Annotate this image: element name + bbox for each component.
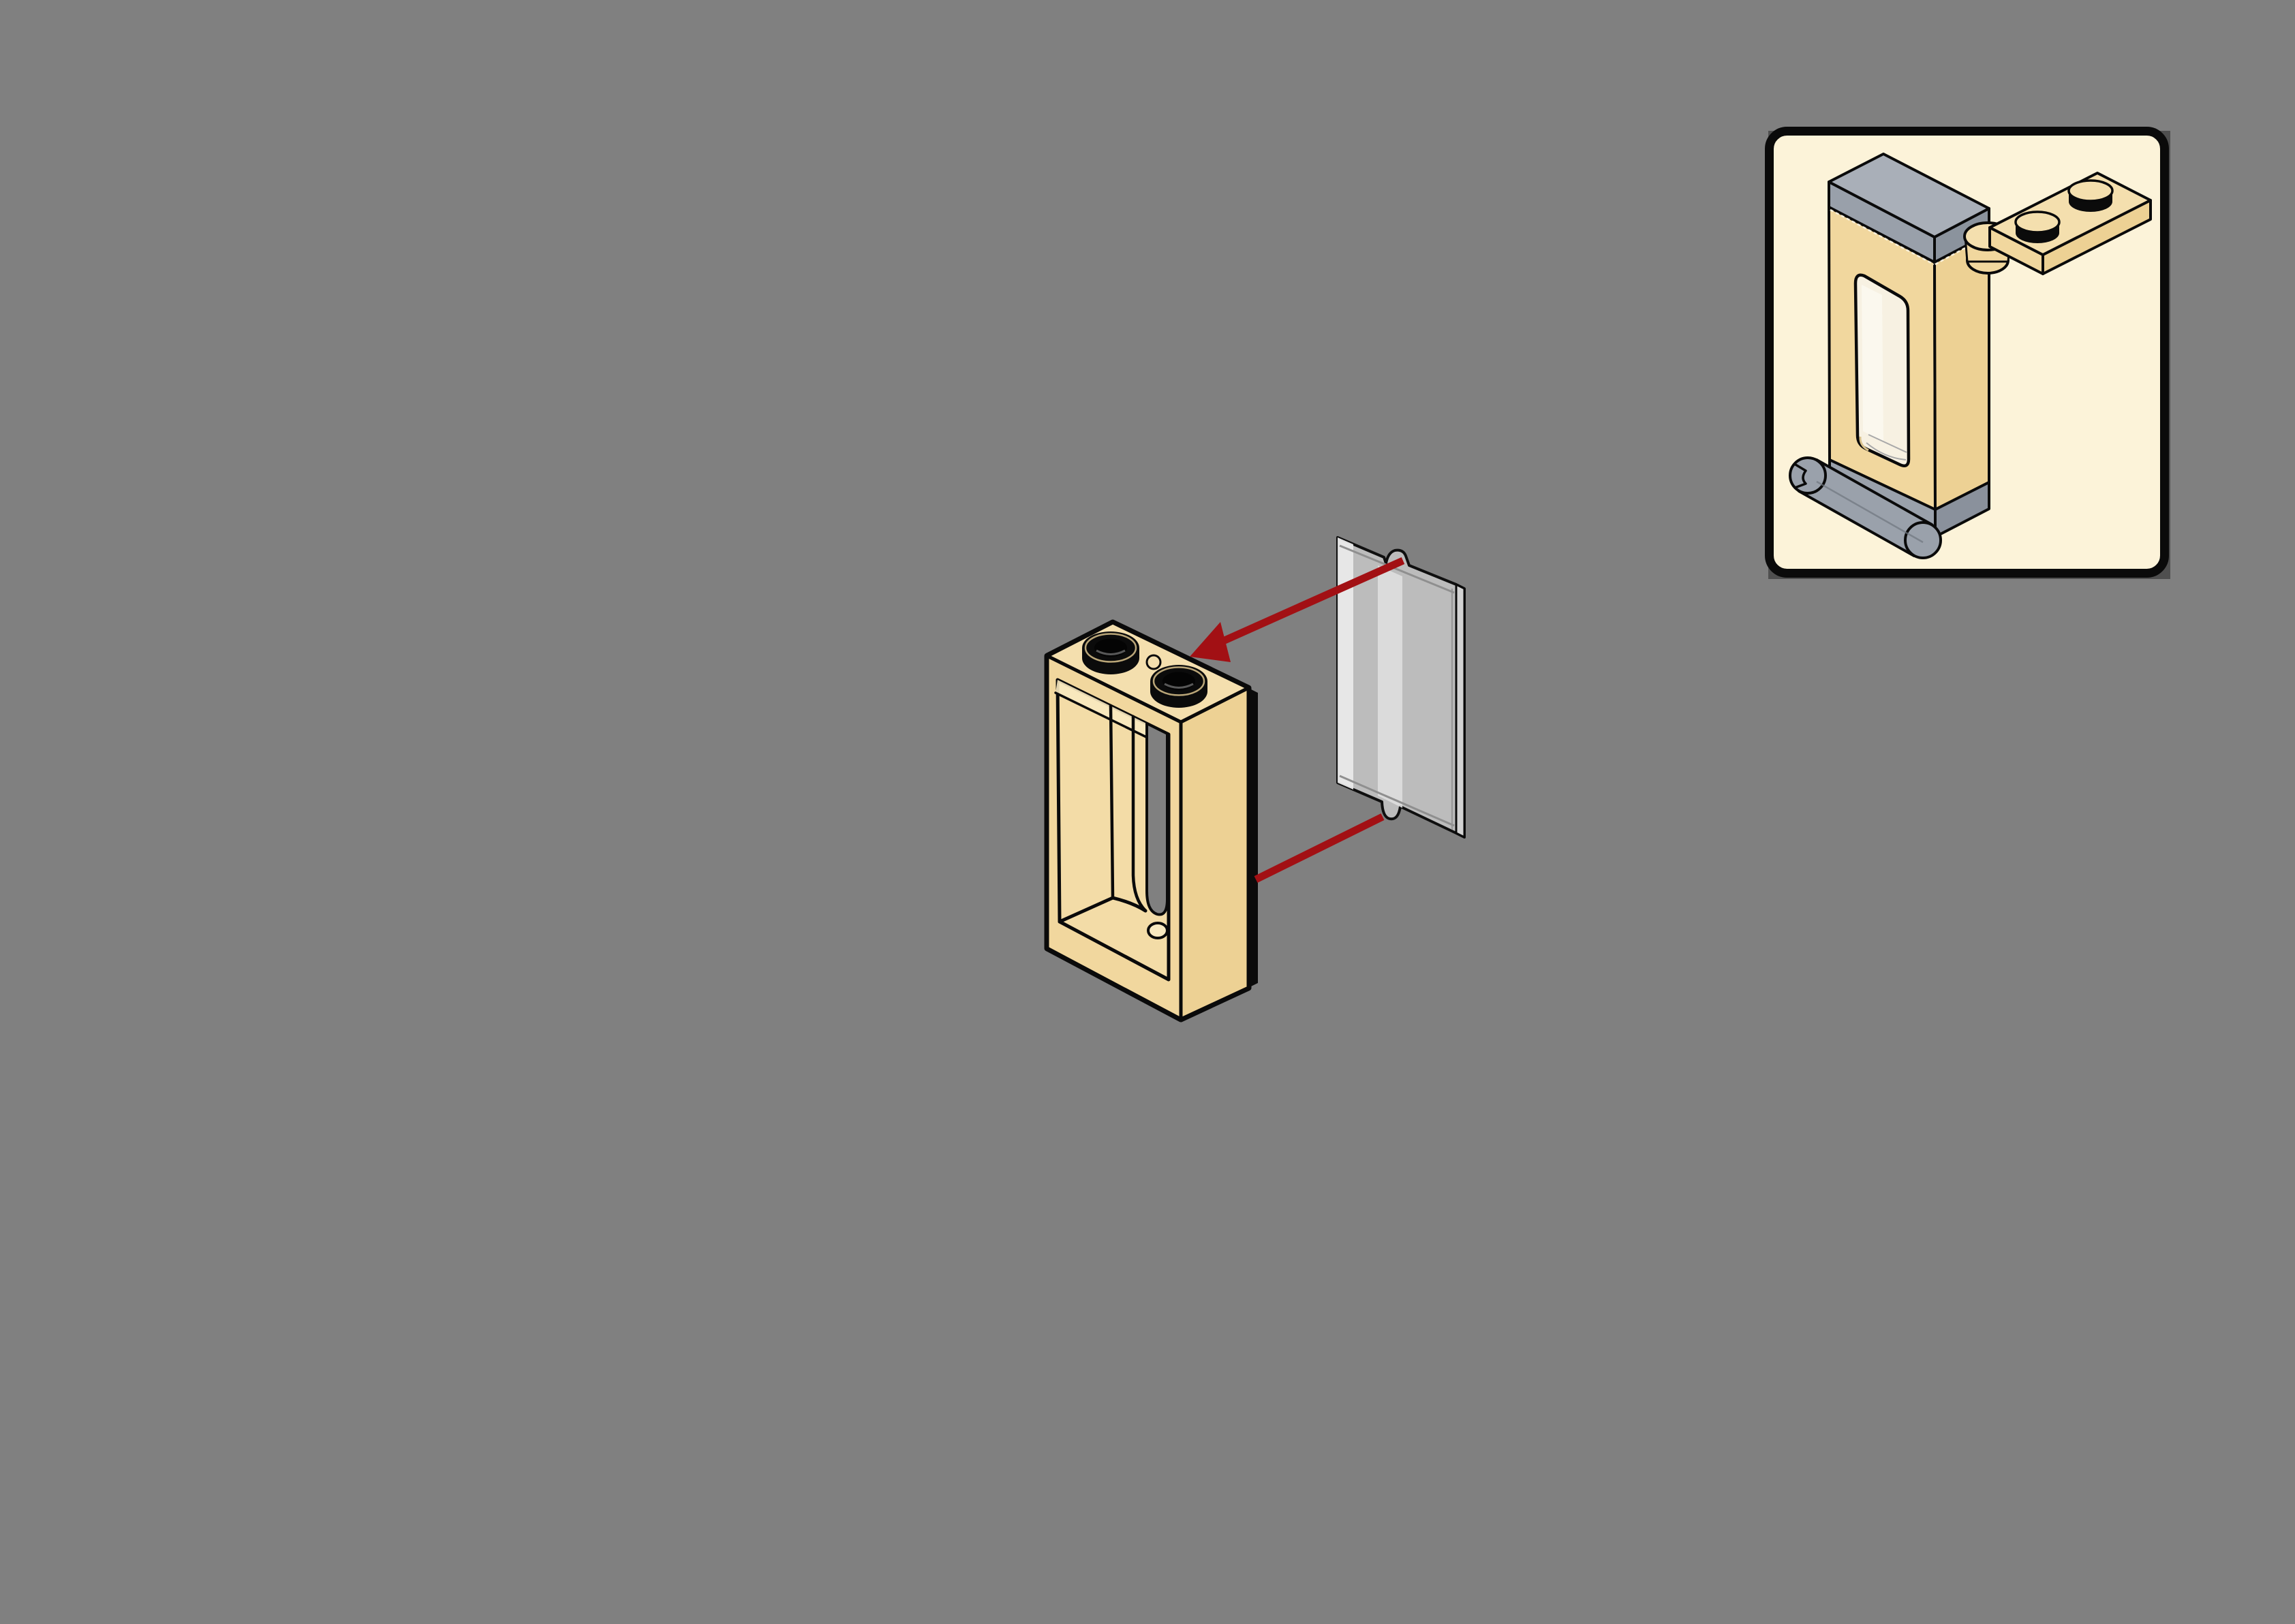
floor-back-edge xyxy=(1058,896,1148,924)
window-glass-pane xyxy=(1336,536,1466,839)
glass-top-bevel-line xyxy=(1339,544,1455,594)
main-step-diagram xyxy=(1044,536,1466,1022)
stud-top xyxy=(2014,210,2061,234)
window-frame-1x2x3 xyxy=(1044,619,1258,1022)
bar-end-cap-right xyxy=(1904,521,1942,559)
inset-glass-bottom-line-2 xyxy=(1866,442,1907,460)
glass-left-edge-highlight xyxy=(1338,537,1353,790)
frame-right-shadow-band xyxy=(1248,688,1258,988)
insert-arrow-top-head xyxy=(1190,622,1231,662)
stud-rim-highlight xyxy=(1084,633,1137,663)
assembly-arrows xyxy=(1190,557,1405,883)
bottom-tube-hole xyxy=(1147,922,1169,939)
insert-guide-bottom-line xyxy=(1254,813,1385,883)
plate-stud-near xyxy=(2014,210,2061,243)
tile-top-face xyxy=(1828,153,1990,238)
frame-right-face xyxy=(1179,686,1250,1021)
inset-glass-bottom-line-1 xyxy=(1868,434,1907,453)
stud-rim-highlight xyxy=(1152,666,1205,696)
inset-bar-handle-base xyxy=(1789,456,1990,559)
inset-glass-highlight xyxy=(1862,285,1883,441)
see-through-slot xyxy=(1145,722,1169,916)
inset-opening-corner-highlight xyxy=(1859,436,1869,452)
stud-hollow-highlight xyxy=(1096,649,1126,655)
frame-window-opening xyxy=(1054,678,1171,982)
glass-right-side-face xyxy=(1455,583,1466,839)
assembled-window-unit xyxy=(1789,153,2152,559)
bar-clip-notch xyxy=(1793,463,1807,489)
frame-stud-front xyxy=(1145,654,1207,708)
stud-mold-mark xyxy=(1145,654,1162,670)
inset-frame-right-face xyxy=(1933,232,1990,511)
glass-reflection-stripe xyxy=(1378,565,1402,808)
inset-tile-1x2 xyxy=(1828,153,1990,266)
inset-hinge-plate-1x2 xyxy=(1988,172,2152,275)
glass-bottom-bevel-line xyxy=(1339,775,1455,827)
inset-preview xyxy=(1765,127,2170,579)
insert-arrow-top-shaft xyxy=(1221,557,1405,645)
plate-stud-far xyxy=(2067,179,2114,212)
channel-line-left xyxy=(1109,704,1115,900)
bar-shading-line xyxy=(1816,480,1924,544)
stud-top xyxy=(2067,179,2114,202)
stud-hollow-highlight xyxy=(1164,683,1194,689)
frame-stud-back xyxy=(1082,631,1139,674)
